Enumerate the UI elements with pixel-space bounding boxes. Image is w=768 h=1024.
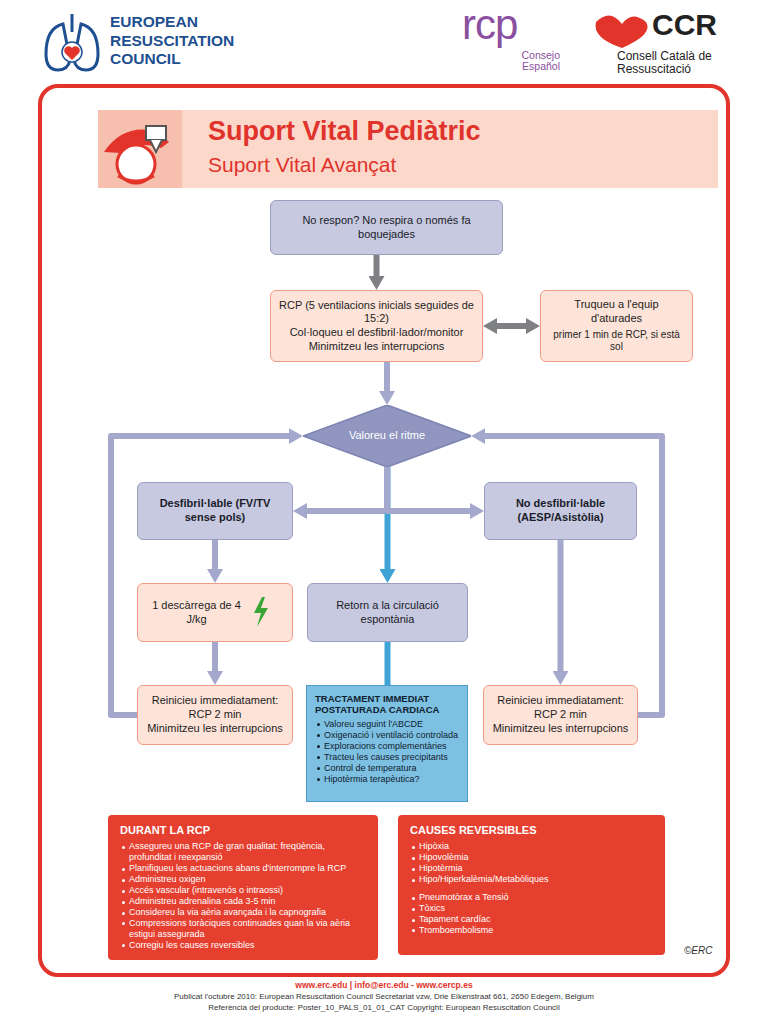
info-panel: DURANT LA RCP Assegureu una RCP de gran q… [108,815,378,960]
rosc-box: Retorn a la circulació espontània [307,583,468,642]
connector [303,467,387,511]
node-text-line: Minimitzeu les interrupcions [309,340,445,354]
node-text-line: Minimitzeu les interrupcions [147,722,283,736]
footer-note: Referència del producte: Poster_10_PALS_… [0,1003,768,1012]
title-band [98,110,718,188]
node-text-line: Col·loqueu el desfibril·lador/monitor [290,326,464,340]
call-box: Truqueu a l'equip d'aturades primer 1 min… [540,290,693,362]
node-text-line: Tapament cardíac [410,914,653,925]
node-text: DURANT LA RCP [120,824,366,837]
node-text-line: Tracteu les causes precipitants [315,752,459,763]
logo-text: CCR [652,10,732,40]
node-text-line: Hipo/Hiperkalèmia/Metabòliques [410,874,653,885]
org-name: Consell Català de Ressuscitació [617,50,727,75]
connector [212,642,218,675]
node-text-line: Pneumotòrax a Tensió [410,892,653,903]
node-text-line: Hipovolèmia [410,852,653,863]
node-text-line: Exploracions complementàries [315,741,459,752]
connector [212,540,218,573]
info-panel: CAUSES REVERSIBLESHipòxiaHipovolèmiaHipo… [398,815,665,955]
connector [385,642,391,685]
node-text-line: RCP 2 min [189,708,242,722]
node-text-line: Planifiqueu les actuacions abans d'inter… [120,863,366,874]
node-text: No respon? No respira o només fa boqueja… [278,214,495,242]
connector [384,362,390,395]
connector [493,323,530,329]
node-text-line: Considereu la via aèria avançada i la ca… [120,907,366,918]
node-text: Reinicieu immediatament: [152,694,279,708]
node-text-line: Oxigenació i ventilació controlada [315,730,459,741]
node-text: Retorn a la circulació espontània [318,599,458,627]
node-text-line: Administreu adrenalina cada 3-5 min [120,896,366,907]
copyright-mark: ©ERC [684,945,724,956]
poster-title: Suport Vital Pediàtric [208,116,481,147]
node-text: RCP (5 ventilacions inicials seguides de… [278,299,475,327]
node-text-line: Accés vascular (intravenós o intraossi) [120,885,366,896]
connector [374,255,380,280]
org-name: Consejo Español [498,50,560,72]
node-text-line: Tòxics [410,903,653,914]
node-text-line: Tromboembolisme [410,925,653,936]
org-name: EUROPEAN RESUSCITATION COUNCIL [110,13,260,69]
node-text-line: Hipotèrmia [410,863,653,874]
connector [387,467,474,511]
logo-text: rcp [462,4,542,46]
node-text-line: Valoreu seguint l'ABCDE [315,719,459,730]
connector [111,436,293,715]
node-text: TRACTAMENT IMMEDIAT POSTATURADA CARDIACA [315,693,459,716]
node-text-line: Control de temperatura [315,763,459,774]
rhythm-box: No desfibril·lable (AESP/Asistòlia) [484,482,637,540]
node-text-line: Corregiu les causes reversibles [120,940,366,951]
node-text: Truqueu a l'equip d'aturades [548,298,685,326]
node-text-line: Hipòxia [410,841,653,852]
node-text-line: Compressions toràciques continuades quan… [120,918,366,940]
process-box: RCP (5 ventilacions inicials seguides de… [270,290,483,362]
node-text: 1 descàrrega de 4 J/kg [151,599,243,627]
node-text-line: Minimitzeu les interrupcions [493,722,629,736]
node-text: Valoreu el ritme [349,429,425,443]
node-text: Desfibril·lable (FV/TV sense pols) [156,497,274,525]
footer-links: www.erc.edu | info@erc.edu - www.cercp.e… [0,980,768,990]
cpr-box: Reinicieu immediatament:RCP 2 minMinimit… [137,685,293,745]
connector [558,540,564,675]
shock-box: 1 descàrrega de 4 J/kg [137,583,293,642]
rhythm-box: Desfibril·lable (FV/TV sense pols) [137,482,293,540]
cpr-box: Reinicieu immediatament:RCP 2 minMinimit… [483,685,638,745]
node-text: CAUSES REVERSIBLES [410,824,653,837]
node-text-line: RCP 2 min [534,708,587,722]
decision-diamond: Valoreu el ritme [303,405,471,467]
node-text-line: Assegureu una RCP de gran qualitat: freq… [120,841,366,863]
poster-frame [40,86,728,975]
pediatric-icon [98,110,182,188]
poster-subtitle: Suport Vital Avançat [208,153,628,176]
node-text-line: Hipotèrmia terapèutica? [315,774,459,785]
node-text: No desfibril·lable (AESP/Asistòlia) [502,497,620,525]
footer-note: Publicat l'octubre 2010: European Resusc… [0,992,768,1001]
node-text-line: Administreu oxigen [120,874,366,885]
node-text-line: primer 1 min de RCP, si està sol [548,329,685,354]
shock-symbol [252,597,270,627]
erc-logo [46,14,98,70]
ccr-logo [596,15,648,48]
node-text: Reinicieu immediatament: [497,694,624,708]
info-panel: TRACTAMENT IMMEDIAT POSTATURADA CARDIACA… [306,685,468,802]
connector [481,436,662,715]
process-box: No respon? No respira o només fa boqueja… [270,200,503,255]
